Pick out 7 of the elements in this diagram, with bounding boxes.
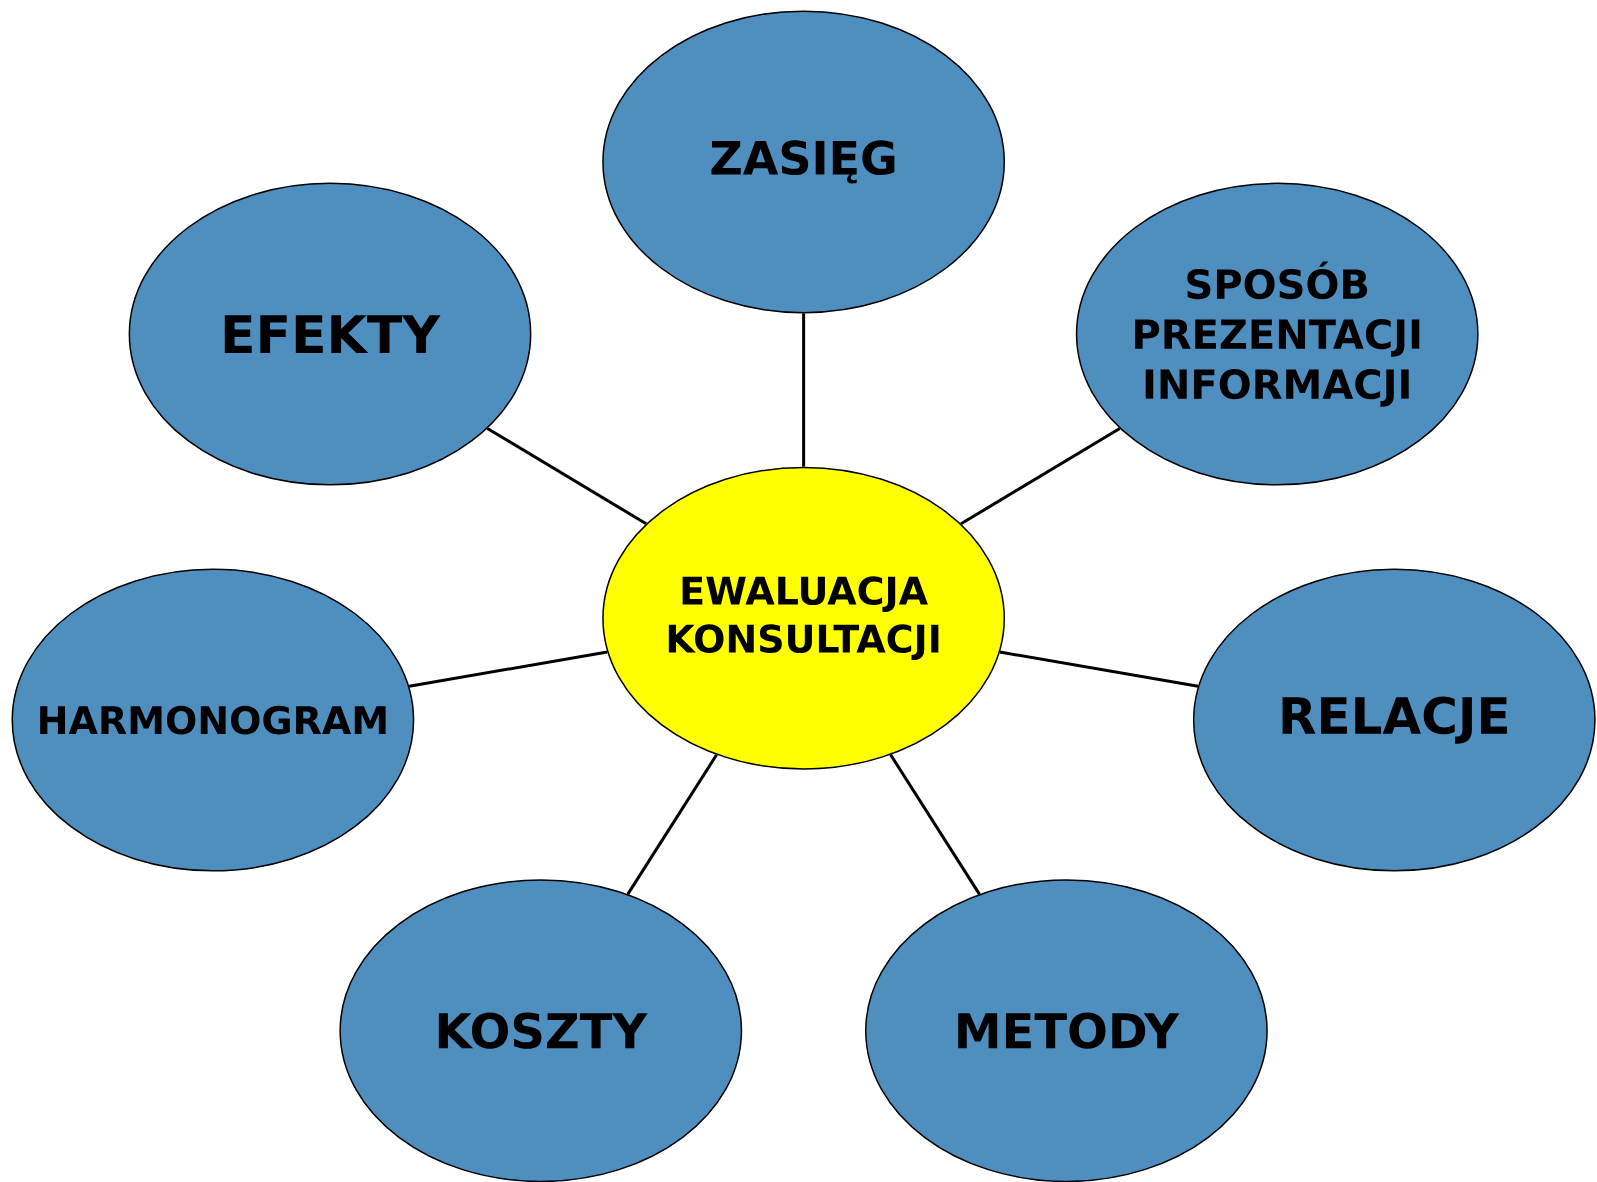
connector-line: [626, 754, 718, 895]
connector-line: [889, 754, 981, 895]
connector-line: [960, 427, 1121, 526]
connector-line: [486, 427, 647, 526]
connector-line: [802, 313, 806, 467]
connector-line: [408, 650, 608, 688]
connector-line: [999, 650, 1199, 688]
